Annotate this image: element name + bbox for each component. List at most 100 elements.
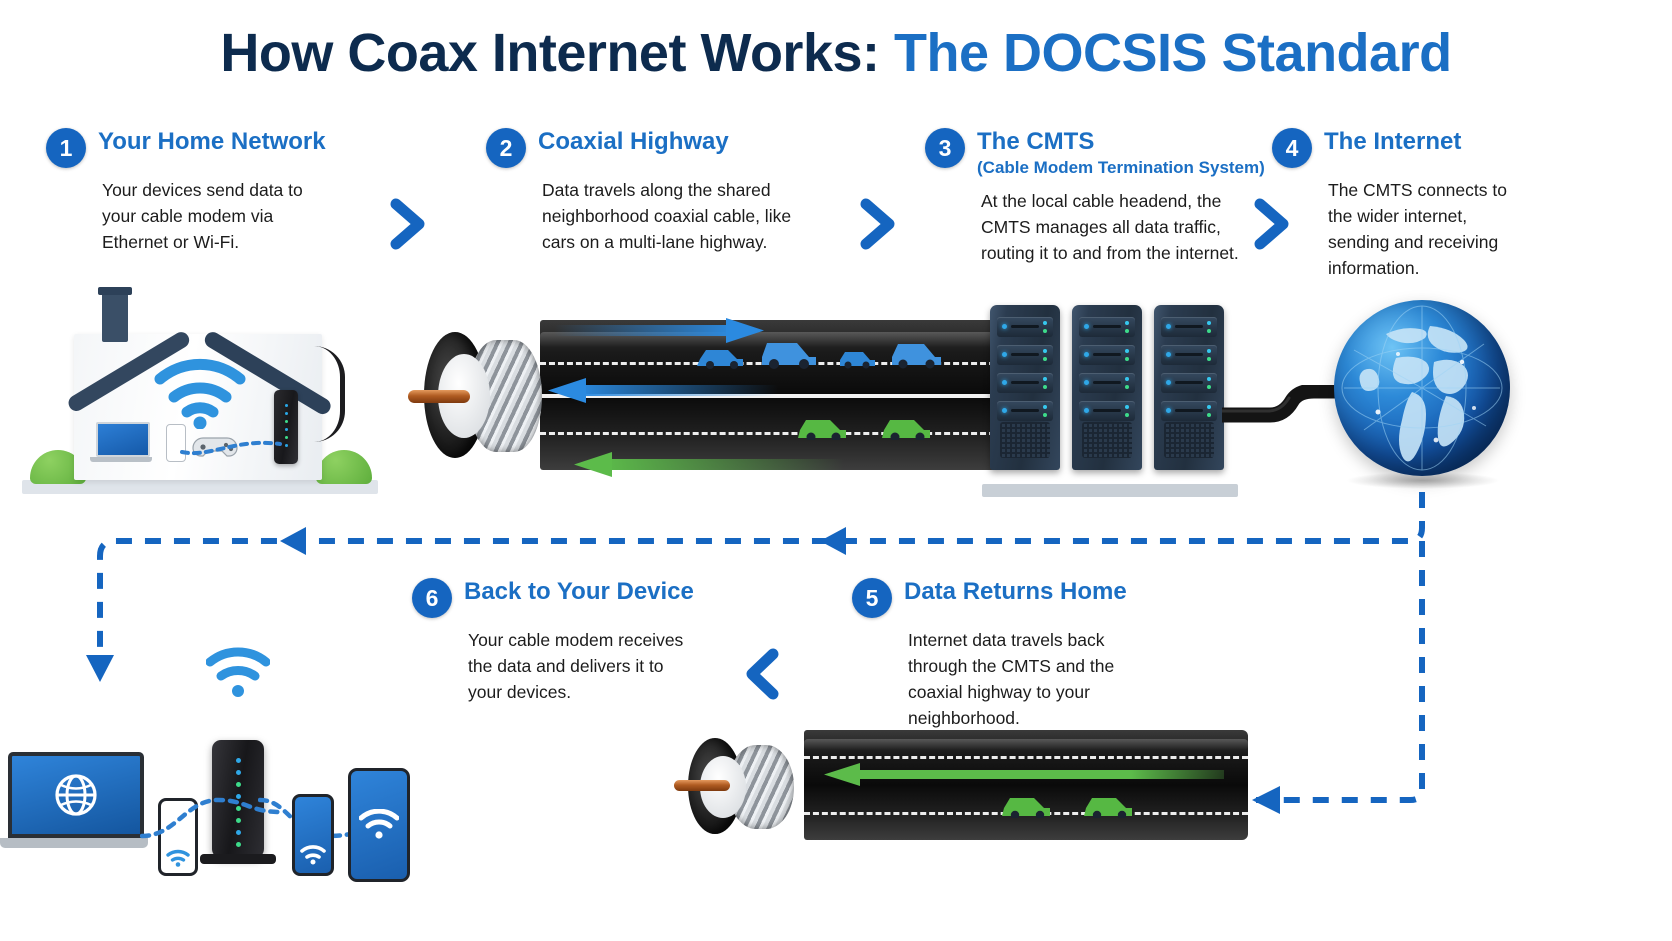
upstream-arrow-right — [554, 318, 764, 343]
flow-arrowhead-down — [86, 655, 114, 682]
coax-return-jacket — [804, 730, 1248, 840]
flow-arrowhead-left-2 — [820, 527, 846, 555]
flow-arrowhead-left-3 — [1252, 786, 1280, 814]
bush-right-icon — [316, 450, 372, 484]
step-5-body: Internet data travels back through the C… — [908, 630, 1115, 728]
server-blade — [1161, 401, 1217, 421]
tablet-icon — [348, 768, 410, 882]
step-4-title: The Internet — [1324, 128, 1462, 155]
page-title-part1: How Coax Internet Works: — [220, 23, 894, 83]
step-5-header: 5 Data Returns Home — [852, 578, 1152, 618]
step-4-badge: 4 — [1272, 128, 1312, 168]
wifi-icon-house — [154, 357, 246, 434]
laptop-icon-house — [90, 422, 152, 462]
downstream-cars-green — [798, 420, 930, 440]
server-rack-3 — [1154, 305, 1224, 470]
house-ground — [22, 480, 378, 494]
step-3-subtitle: (Cable Modem Termination System) — [977, 158, 1265, 177]
server-vent — [1164, 422, 1214, 458]
step-5: 5 Data Returns Home Internet data travel… — [852, 578, 1152, 731]
step-2-header: 2 Coaxial Highway — [486, 128, 816, 168]
step-4: 4 The Internet The CMTS connects to the … — [1272, 128, 1532, 281]
server-rack-2 — [1072, 305, 1142, 470]
server-platform — [982, 484, 1238, 497]
chevron-right-icon-2 — [858, 198, 900, 250]
step-4-body: The CMTS connects to the wider internet,… — [1328, 180, 1507, 278]
cmts-server-racks — [982, 305, 1238, 497]
server-blade — [1079, 345, 1135, 365]
globe-icon-laptop — [55, 774, 97, 816]
cable-modem-icon-house — [274, 390, 298, 464]
ethernet-link-dots — [180, 440, 282, 456]
chimney-icon — [102, 290, 128, 342]
downstream-arrow-left-green — [574, 452, 844, 477]
step-5-badge: 5 — [852, 578, 892, 618]
modem-stand — [200, 854, 276, 864]
coax-center-conductor — [408, 390, 470, 403]
step-5-title: Data Returns Home — [904, 578, 1127, 605]
step-4-header: 4 The Internet — [1272, 128, 1532, 168]
server-blade — [1161, 345, 1217, 365]
wifi-link-dots-left — [140, 797, 283, 839]
chevron-left-icon — [742, 648, 784, 700]
step-2-badge: 2 — [486, 128, 526, 168]
downstream-arrow-left-blue — [548, 378, 778, 403]
internet-cable — [1222, 385, 1346, 423]
step-3-badge: 3 — [925, 128, 965, 168]
wifi-icon-phone-blue — [300, 845, 326, 865]
server-blade — [1079, 317, 1135, 337]
step-6-title: Back to Your Device — [464, 578, 694, 605]
step-1: 1 Your Home Network Your devices send da… — [46, 128, 346, 255]
step-6-header: 6 Back to Your Device — [412, 578, 712, 618]
server-vent — [1082, 422, 1132, 458]
step-1-badge: 1 — [46, 128, 86, 168]
page-title-part2: The DOCSIS Standard — [894, 23, 1452, 83]
step-1-header: 1 Your Home Network — [46, 128, 346, 168]
chevron-right-icon-1 — [388, 198, 430, 250]
step-3-body: At the local cable headend, the CMTS man… — [981, 191, 1239, 263]
server-vent — [1000, 422, 1050, 458]
step-6-badge: 6 — [412, 578, 452, 618]
coaxial-cable-highway — [408, 318, 1004, 477]
smartphone-blue-icon — [292, 794, 334, 876]
globe-shadow — [1346, 472, 1500, 489]
step-1-body: Your devices send data to your cable mod… — [102, 180, 303, 252]
wifi-icon-modem — [206, 647, 270, 697]
flow-arrowhead-left-1 — [280, 527, 306, 555]
step-3: 3 The CMTS (Cable Modem Termination Syst… — [925, 128, 1265, 266]
house-coax-wire — [314, 346, 345, 442]
step-6-body: Your cable modem receives the data and d… — [468, 630, 684, 702]
step-6: 6 Back to Your Device Your cable modem r… — [412, 578, 712, 705]
coax-lane-lower — [540, 432, 1004, 435]
coaxial-cable-return — [674, 730, 1248, 840]
step-3-title: The CMTS — [977, 128, 1095, 155]
internet-globe-icon — [1334, 300, 1510, 476]
coax-return-center-conductor — [674, 780, 730, 791]
server-blade — [997, 373, 1053, 393]
server-blade — [1161, 373, 1217, 393]
page-title: How Coax Internet Works: The DOCSIS Stan… — [0, 22, 1672, 84]
chimney-cap — [98, 287, 132, 295]
server-blade — [1161, 317, 1217, 337]
home-devices-illustration — [0, 647, 440, 882]
step-2-body: Data travels along the shared neighborho… — [542, 180, 792, 252]
step-2: 2 Coaxial Highway Data travels along the… — [486, 128, 816, 255]
upstream-cars-blue — [697, 343, 941, 369]
wifi-icon-phone-white — [166, 849, 190, 867]
step-3-header: 3 The CMTS (Cable Modem Termination Syst… — [925, 128, 1265, 179]
wifi-icon-tablet — [359, 809, 399, 839]
server-blade — [997, 345, 1053, 365]
server-blade — [997, 317, 1053, 337]
server-blade — [1079, 401, 1135, 421]
server-rack-1 — [990, 305, 1060, 470]
return-arrow-left-green — [824, 763, 1224, 786]
return-cars-green — [1002, 798, 1132, 818]
coax-return-lane-upper — [804, 756, 1248, 759]
step-1-title: Your Home Network — [98, 128, 326, 155]
smartphone-white-icon — [158, 798, 198, 876]
server-blade — [997, 401, 1053, 421]
home-network-illustration — [14, 262, 386, 494]
step-2-title: Coaxial Highway — [538, 128, 729, 155]
server-blade — [1079, 373, 1135, 393]
